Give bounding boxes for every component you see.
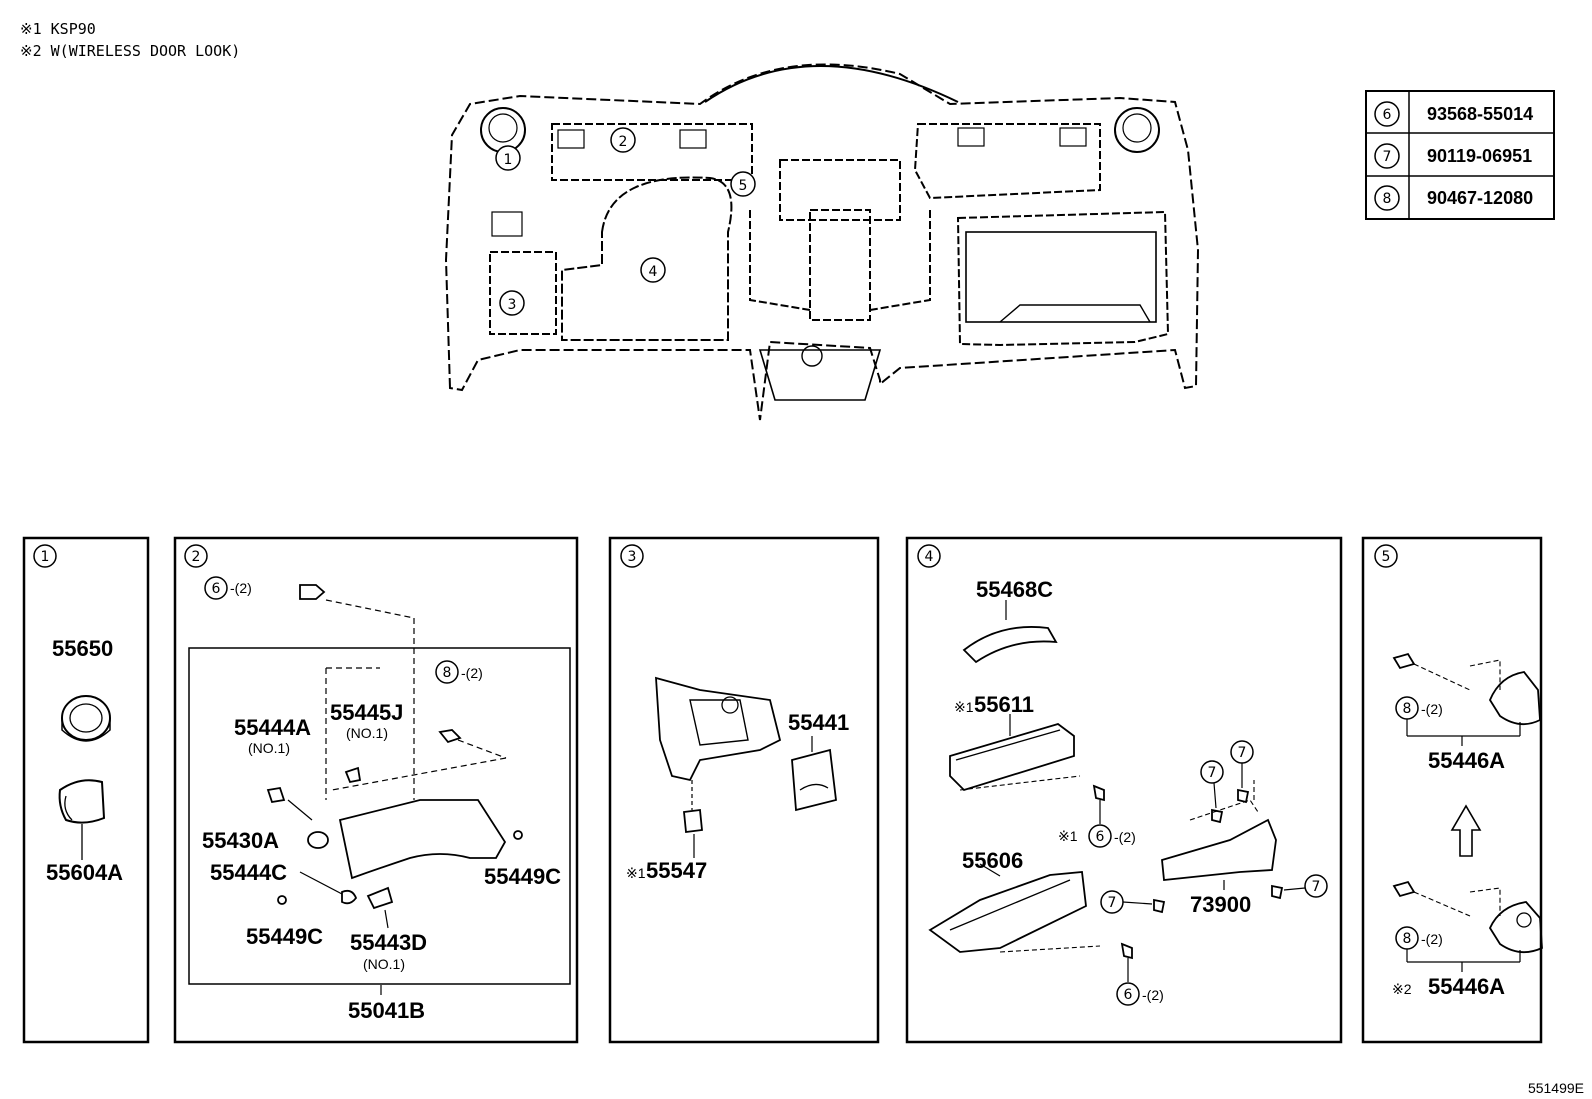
table-key-6: 6 [1383,107,1392,123]
panel-5-number: 5 [1382,549,1391,565]
panel-2-number: 2 [192,549,201,565]
panel-1-drawings [58,695,111,860]
part-55441: 55441 [788,710,849,735]
panel-2-qty-6: -(2) [230,580,252,596]
fastener-table [1365,90,1555,220]
part-55611: 55611 [974,692,1034,717]
part-55443D-sub: (NO.1) [363,956,405,972]
overview-callout-5: 5 [739,178,748,194]
panel-2-fastener-6: 6 [212,581,221,597]
table-key-8: 8 [1383,191,1392,207]
panel-4-fastener-7-c: 7 [1108,895,1117,911]
panel-4-note-mark-b: ※1 [1058,828,1078,844]
part-55444A: 55444A [234,715,311,740]
part-55445J: 55445J [330,700,403,725]
panel-4-fastener-7-a: 7 [1208,765,1217,781]
part-55445J-sub: (NO.1) [346,725,388,741]
part-55444C: 55444C [210,860,287,885]
panel-frames [22,536,1543,1044]
panel-4-drawings [928,600,1284,982]
figure-id: 551499E [1528,1080,1584,1096]
panel-4-fastener-6-b: 6 [1124,987,1133,1003]
panel-2-drawings [188,576,571,995]
panel-3-number: 3 [628,549,637,565]
table-part-8: 90467-12080 [1427,188,1533,208]
overview-callout-3: 3 [508,297,517,313]
note-wireless-door-lock: ※2 W(WIRELESS DOOR LOOK) [20,42,240,60]
panel-2-fastener-8: 8 [443,665,452,681]
part-55449C-left: 55449C [246,924,323,949]
table-part-7: 90119-06951 [1427,146,1532,166]
callout-7-icon [1374,143,1400,169]
instrument-panel-overview [444,63,1200,421]
panel-4-note-mark-a: ※1 [954,699,974,715]
panel-1-number: 1 [41,549,50,565]
panel-4-qty-a: -(2) [1114,829,1136,845]
panel-number-circles [33,544,1398,568]
panel-4-qty-b: -(2) [1142,987,1164,1003]
panel-4-fastener-7-b: 7 [1238,745,1247,761]
part-55444A-sub: (NO.1) [248,740,290,756]
part-55430A: 55430A [202,828,279,853]
part-55606: 55606 [962,848,1023,873]
table-key-7: 7 [1383,149,1392,165]
overview-callouts [495,127,756,316]
part-55547: 55547 [646,858,707,883]
part-55468C: 55468C [976,577,1053,602]
panel-3-note-mark: ※1 [626,865,646,881]
panel-5-note-mark: ※2 [1392,981,1412,997]
panel-5-fastener-8-b: 8 [1403,931,1412,947]
panel-3-drawings [655,676,837,858]
panel-4-fastener-6-a: 6 [1096,829,1105,845]
overview-callout-1: 1 [504,152,513,168]
panel-5-fastener-8-a: 8 [1403,701,1412,717]
callout-8-icon [1374,185,1400,211]
part-55446A-upper: 55446A [1428,748,1505,773]
panel-5-qty-b: -(2) [1421,931,1443,947]
panel-5-qty-a: -(2) [1421,701,1443,717]
part-73900: 73900 [1190,892,1251,917]
overview-callout-4: 4 [649,264,658,280]
note-ksp90: ※1 KSP90 [20,20,96,38]
part-55446A-lower: 55446A [1428,974,1505,999]
panel-5-drawings [1392,652,1543,972]
panel-4-callout-leaders [1122,763,1306,905]
part-55041B: 55041B [348,998,425,1023]
part-55650: 55650 [52,636,113,661]
table-part-6: 93568-55014 [1427,104,1533,124]
part-55449C-right: 55449C [484,864,561,889]
panel-4-fastener-7-d: 7 [1312,879,1321,895]
panel-4-number: 4 [925,549,934,565]
part-55443D: 55443D [350,930,427,955]
callout-6-icon [1374,101,1400,127]
panel-2-qty-8: -(2) [461,665,483,681]
overview-callout-2: 2 [619,134,628,150]
part-55604A: 55604A [46,860,123,885]
